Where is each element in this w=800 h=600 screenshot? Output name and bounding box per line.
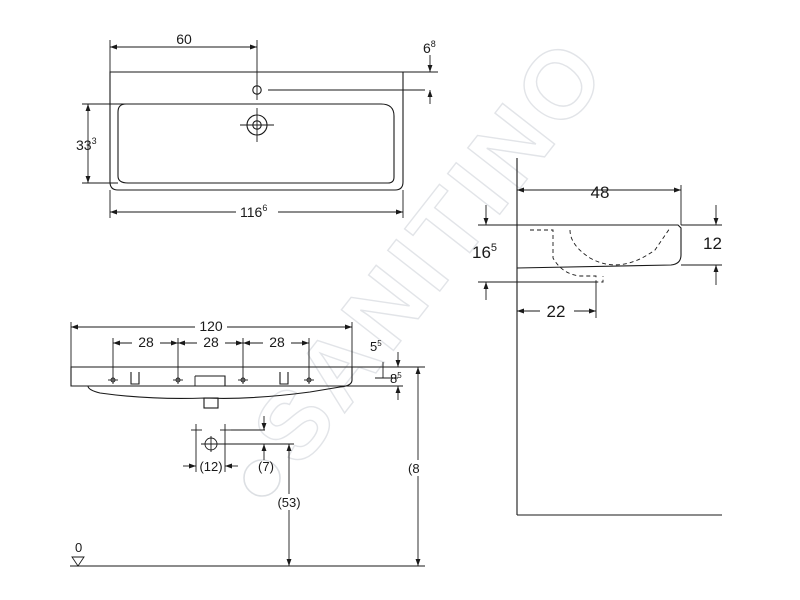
svg-text:1166: 1166 xyxy=(240,203,267,220)
watermark-logo: SANITINO xyxy=(232,17,629,497)
svg-text:55: 55 xyxy=(370,339,382,354)
front-view: 120 28 28 28 55 85 xyxy=(70,316,428,567)
dim-rim-height: 5 xyxy=(370,339,377,354)
top-view: 60 68 333 1166 xyxy=(76,31,438,220)
dim-waste-distance: 22 xyxy=(547,302,566,321)
side-view: 48 165 12 22 xyxy=(472,158,722,516)
dim-width-total: 116 xyxy=(240,204,263,220)
dim-basin-height-sup: 5 xyxy=(491,242,497,254)
dim-width-total-sup: 6 xyxy=(262,203,267,213)
dim-depth-sup: 3 xyxy=(92,136,97,146)
dim-waste-offset: (7) xyxy=(258,459,274,474)
dim-front-height: 12 xyxy=(703,234,722,253)
svg-text:333: 333 xyxy=(76,136,97,153)
dim-rim-height-sup: 5 xyxy=(377,339,382,348)
dim-depth: 33 xyxy=(76,137,92,153)
dim-bracket-2: 28 xyxy=(203,334,219,350)
dim-waste-height: (53) xyxy=(277,495,300,510)
watermark-text: SANITINO xyxy=(232,18,628,483)
svg-text:85: 85 xyxy=(390,371,402,386)
floor-label: 0 xyxy=(75,540,82,555)
dim-bracket-3: 28 xyxy=(269,334,285,350)
dim-front-width: 120 xyxy=(199,318,223,334)
svg-text:165: 165 xyxy=(472,242,497,262)
dim-thickness-sup: 5 xyxy=(397,371,402,380)
dim-tap-edge-sup: 8 xyxy=(431,39,436,49)
dim-waste-spacing: (12) xyxy=(199,459,222,474)
dim-basin-height: 16 xyxy=(472,243,491,262)
dim-projection: 48 xyxy=(591,183,610,202)
dim-thickness: 8 xyxy=(390,371,397,386)
dim-tap-edge: 6 xyxy=(423,40,431,56)
dim-tap-offset: 60 xyxy=(176,31,192,47)
dim-mount-height: (8 xyxy=(408,461,420,476)
dim-bracket-1: 28 xyxy=(138,334,154,350)
svg-text:68: 68 xyxy=(423,39,436,56)
